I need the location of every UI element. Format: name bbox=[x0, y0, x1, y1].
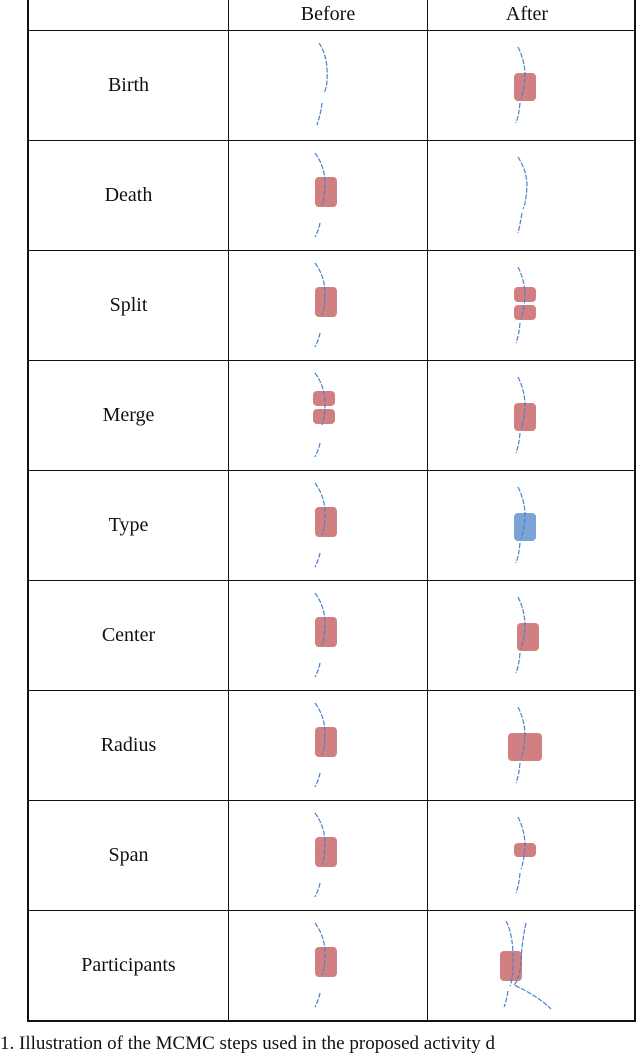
activity-box bbox=[508, 733, 542, 761]
illustration-svg bbox=[314, 482, 337, 568]
trajectory-line bbox=[314, 592, 326, 678]
trajectory-line bbox=[515, 706, 526, 784]
trajectory-line bbox=[515, 596, 526, 674]
illustration-svg bbox=[313, 372, 335, 458]
trajectory-line bbox=[515, 816, 526, 894]
trajectory-line bbox=[314, 262, 326, 348]
step-label: Death bbox=[104, 184, 153, 206]
trajectory-line bbox=[515, 376, 526, 454]
activity-box bbox=[514, 403, 536, 431]
trajectory-line-2 bbox=[512, 922, 552, 1010]
table-row: Type bbox=[29, 470, 634, 580]
header-empty bbox=[29, 0, 228, 30]
header-after: After bbox=[427, 0, 626, 30]
activity-box bbox=[315, 177, 337, 207]
trajectory-line bbox=[314, 372, 326, 458]
activity-box bbox=[315, 947, 337, 977]
trajectory-line bbox=[515, 486, 526, 564]
after-illustration bbox=[427, 801, 626, 910]
activity-box bbox=[514, 305, 536, 320]
illustration-svg bbox=[508, 706, 542, 784]
step-label: Type bbox=[108, 514, 149, 536]
before-illustration bbox=[228, 911, 427, 1020]
illustration-svg bbox=[514, 486, 536, 564]
activity-box bbox=[514, 73, 536, 101]
step-label: Span bbox=[108, 844, 149, 866]
table-row: Center bbox=[29, 580, 634, 690]
illustration-svg bbox=[314, 152, 337, 238]
trajectory-line bbox=[517, 156, 528, 234]
trajectory-line bbox=[316, 42, 328, 126]
illustration-svg bbox=[514, 376, 536, 454]
illustration-svg bbox=[314, 702, 337, 788]
illustration-svg bbox=[514, 816, 536, 894]
table-row: Merge bbox=[29, 360, 634, 470]
before-illustration bbox=[228, 361, 427, 470]
activity-box bbox=[313, 391, 335, 406]
activity-box bbox=[315, 617, 337, 647]
illustration-svg bbox=[515, 596, 539, 674]
header-before: Before bbox=[228, 0, 427, 30]
before-illustration bbox=[228, 251, 427, 360]
activity-box bbox=[315, 287, 337, 317]
illustration-svg bbox=[314, 592, 337, 678]
activity-box bbox=[517, 623, 539, 651]
trajectory-line bbox=[314, 702, 326, 788]
after-illustration bbox=[427, 31, 626, 140]
before-illustration bbox=[228, 141, 427, 250]
illustration-svg bbox=[517, 156, 528, 234]
after-illustration bbox=[427, 471, 626, 580]
activity-box bbox=[315, 727, 337, 757]
after-illustration bbox=[427, 251, 626, 360]
after-illustration bbox=[427, 141, 626, 250]
activity-box bbox=[315, 507, 337, 537]
after-illustration bbox=[427, 691, 626, 800]
table-row: Participants bbox=[29, 910, 634, 1020]
activity-box bbox=[315, 837, 337, 867]
illustration-svg bbox=[314, 922, 337, 1008]
table-row: Span bbox=[29, 800, 634, 910]
step-label: Split bbox=[109, 294, 148, 316]
activity-box bbox=[500, 951, 522, 981]
activity-box bbox=[514, 513, 536, 541]
after-illustration bbox=[427, 581, 626, 690]
table-row: Radius bbox=[29, 690, 634, 800]
step-label: Birth bbox=[107, 74, 150, 96]
table-row: Birth bbox=[29, 30, 634, 140]
trajectory-line bbox=[314, 922, 326, 1008]
trajectory-line bbox=[314, 152, 326, 238]
before-illustration bbox=[228, 471, 427, 580]
illustration-svg bbox=[316, 42, 328, 126]
step-label: Participants bbox=[81, 954, 176, 976]
table-row: Death bbox=[29, 140, 634, 250]
trajectory-line bbox=[314, 812, 326, 898]
illustration-svg bbox=[314, 812, 337, 898]
before-illustration bbox=[228, 581, 427, 690]
trajectory-line bbox=[314, 482, 326, 568]
step-label: Radius bbox=[100, 734, 157, 756]
after-illustration bbox=[427, 911, 626, 1020]
trajectory-line-1 bbox=[503, 920, 514, 1008]
illustration-svg bbox=[314, 262, 337, 348]
trajectory-line bbox=[515, 46, 526, 124]
table-row: Split bbox=[29, 250, 634, 360]
illustration-svg bbox=[514, 266, 536, 344]
before-illustration bbox=[228, 691, 427, 800]
figure-caption: 1. Illustration of the MCMC steps used i… bbox=[0, 1033, 496, 1054]
after-illustration bbox=[427, 361, 626, 470]
step-label: Merge bbox=[102, 404, 155, 426]
header-row: Before After bbox=[29, 0, 634, 30]
trajectory-line bbox=[515, 266, 526, 344]
before-illustration bbox=[228, 31, 427, 140]
illustration-svg bbox=[500, 920, 552, 1010]
step-label: Center bbox=[101, 624, 156, 646]
before-illustration bbox=[228, 801, 427, 910]
illustration-svg bbox=[514, 46, 536, 124]
